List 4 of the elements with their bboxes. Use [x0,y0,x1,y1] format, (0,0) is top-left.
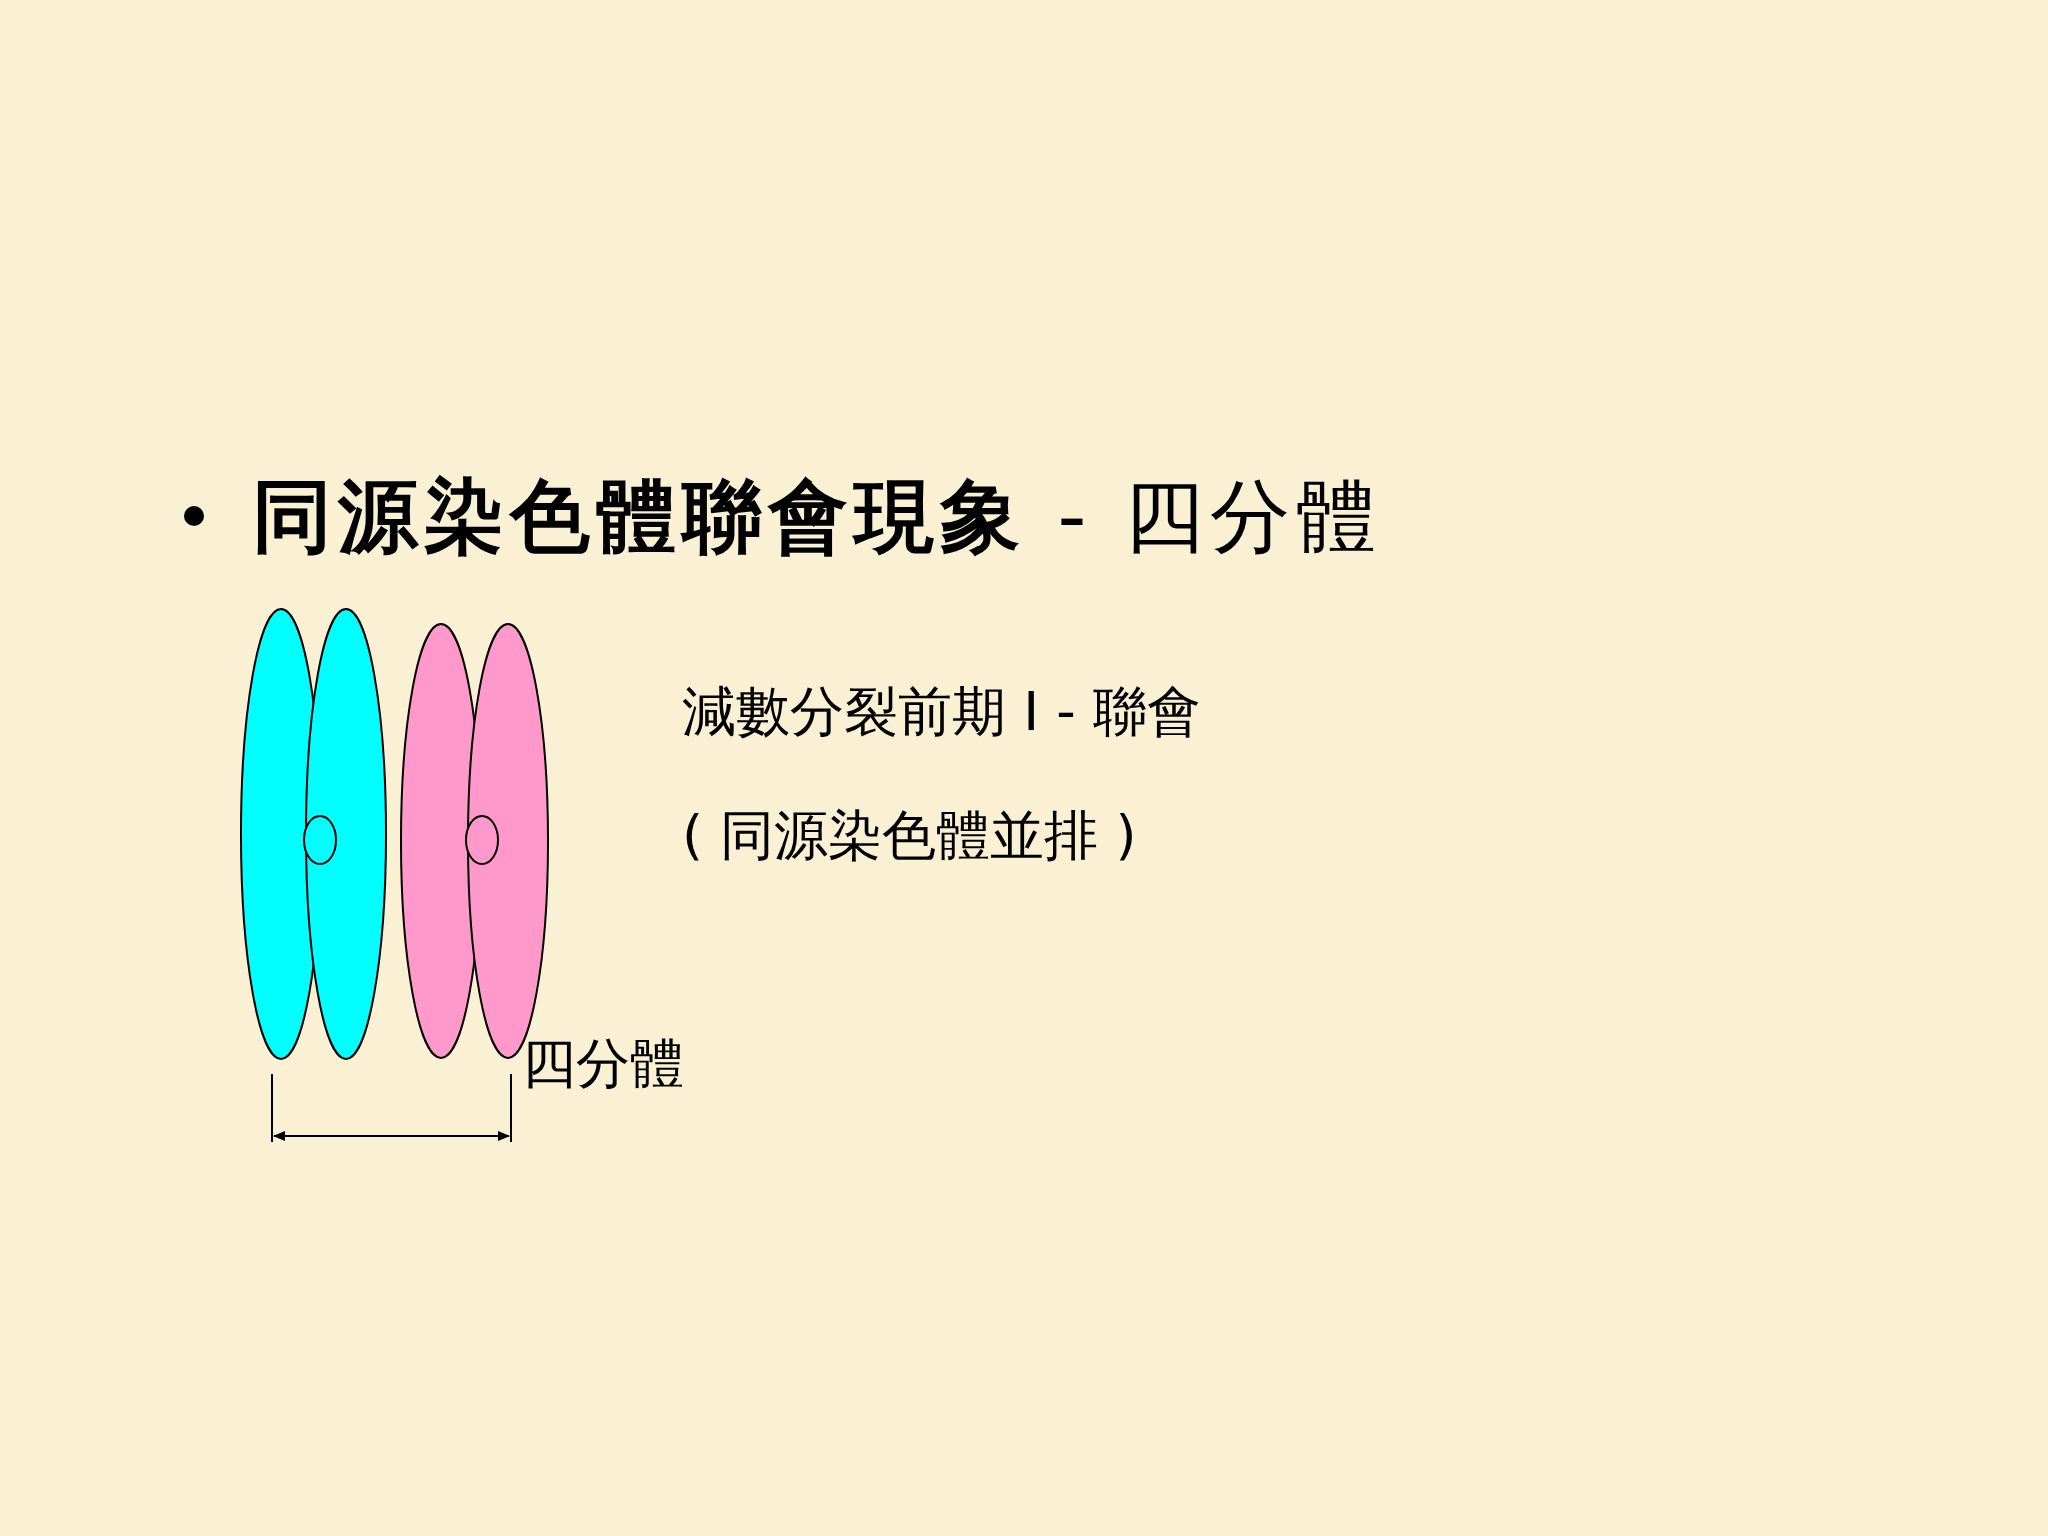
tetrad-label: 四分體 [522,1032,684,1096]
stage-label: 減數分裂前期 I - 聯會 [682,680,1201,744]
slide-title: 同源染色體聯會現象 - 四分體 [252,472,1382,562]
note-label: ( 同源染色體並排 ) [682,804,1137,868]
